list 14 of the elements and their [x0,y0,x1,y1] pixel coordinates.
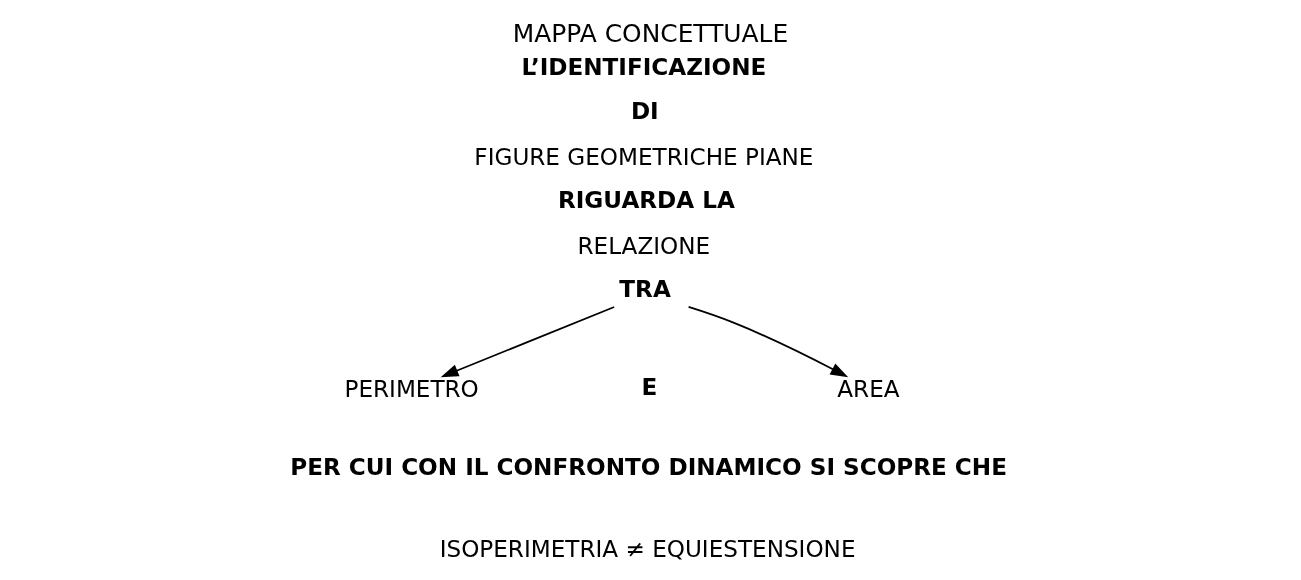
arrow [440,306,616,378]
label: L’IDENTIFICAZIONE [521,53,767,80]
label: E [641,373,658,400]
label: DI [630,98,659,125]
label: ISOPERIMETRIA ≠ EQUIESTENSIONE [439,535,856,562]
arrow [687,306,849,378]
label: FIGURE GEOMETRICHE PIANE [474,144,814,171]
node-text: PERIMETRO [344,375,479,402]
node-text: TRA [619,275,671,302]
node-text: AREA [837,375,900,402]
label: RIGUARDA LA [557,186,735,213]
diagram-title: MAPPA CONCETTUALE [512,19,789,49]
label: RELAZIONE [577,233,711,260]
label: PER CUI CON IL CONFRONTO DINAMICO SI SCOPRE CHE [290,453,1007,480]
